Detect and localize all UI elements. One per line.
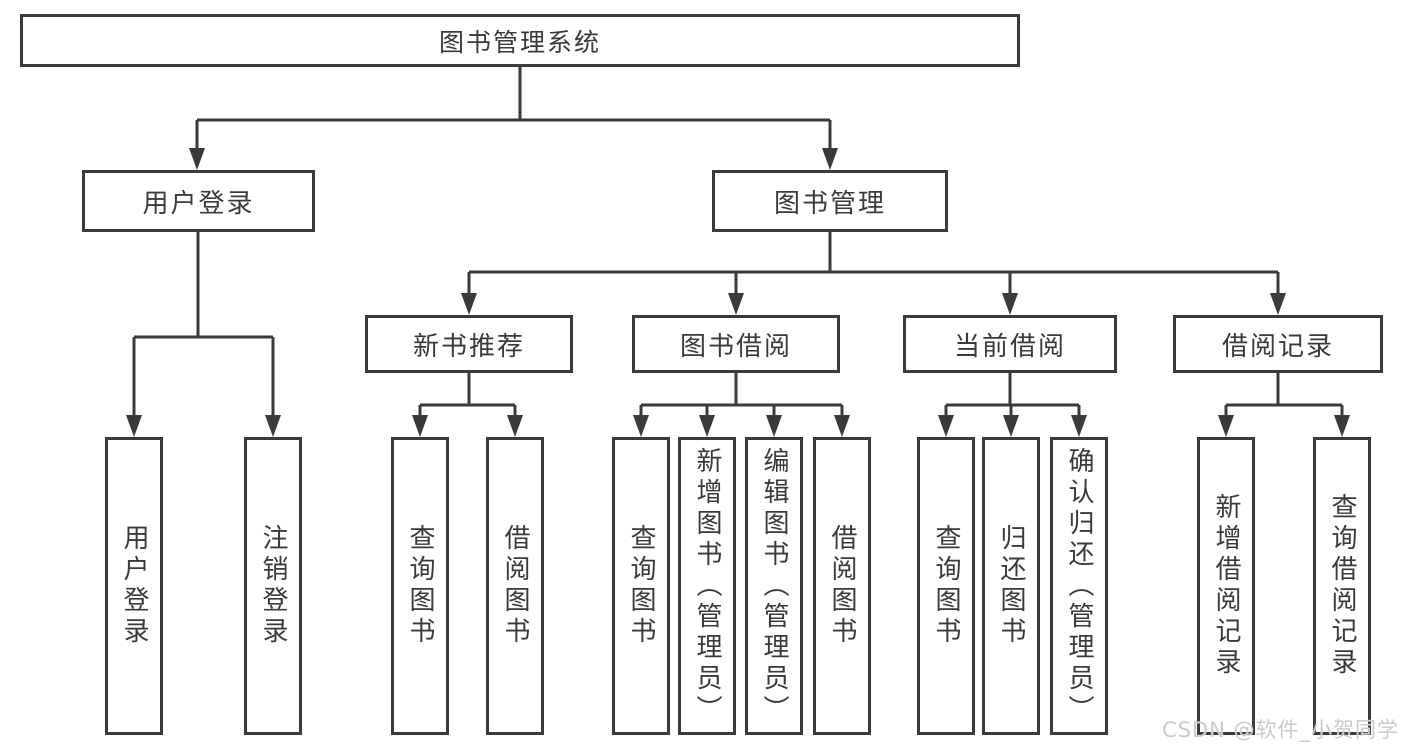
leaf-borrow-books-2: 借阅图书 xyxy=(813,437,871,735)
leaf-query-borrow-record: 查询借阅记录 xyxy=(1313,437,1371,735)
leaf-query-books-3: 查询图书 xyxy=(917,437,975,735)
borrowing-connectors xyxy=(633,373,850,437)
node-new-book-recommend: 新书推荐 xyxy=(365,315,573,373)
book-mgmt-connectors xyxy=(461,232,1286,315)
node-root: 图书管理系统 xyxy=(20,14,1020,67)
new-books-connectors xyxy=(412,373,523,437)
leaf-logout: 注销登录 xyxy=(244,437,302,735)
root-connectors xyxy=(189,67,838,170)
leaf-add-books-admin: 新增图书（管理员） xyxy=(678,437,736,735)
current-borrow-connectors xyxy=(938,373,1087,437)
csdn-watermark: CSDN @软件_小贺同学 xyxy=(1161,718,1399,742)
leaf-query-books-2: 查询图书 xyxy=(612,437,670,735)
leaf-query-books-1: 查询图书 xyxy=(391,437,449,735)
records-connectors xyxy=(1218,373,1350,437)
node-borrowing-records: 借阅记录 xyxy=(1173,315,1383,373)
login-connectors xyxy=(126,232,281,437)
node-user-login: 用户登录 xyxy=(82,170,315,232)
node-book-management: 图书管理 xyxy=(712,170,948,232)
node-current-borrowing: 当前借阅 xyxy=(903,315,1117,373)
leaf-return-books: 归还图书 xyxy=(982,437,1040,735)
leaf-borrow-books-1: 借阅图书 xyxy=(486,437,544,735)
leaf-add-borrow-record: 新增借阅记录 xyxy=(1197,437,1255,735)
node-book-borrowing: 图书借阅 xyxy=(632,315,840,373)
leaf-edit-books-admin: 编辑图书（管理员） xyxy=(745,437,803,735)
leaf-confirm-return-admin: 确认归还（管理员） xyxy=(1050,437,1108,735)
leaf-user-login: 用户登录 xyxy=(105,437,163,735)
